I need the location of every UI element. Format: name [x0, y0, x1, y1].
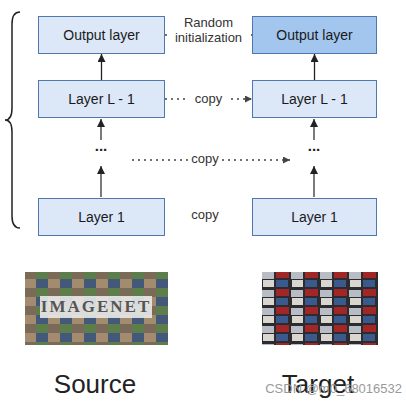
logo-text: IMAGENET [40, 297, 152, 317]
flow-arrow [313, 119, 314, 140]
node-text: Layer 1 [291, 209, 338, 225]
cars-image [262, 272, 378, 345]
ellipsis: ... [86, 137, 116, 154]
copy-label: copy [188, 208, 222, 223]
ellipsis: ... [299, 137, 329, 154]
output-layer-box: Output layer [252, 16, 377, 54]
copy-label: copy [188, 152, 222, 167]
flow-arrow [100, 166, 101, 197]
layer-box: Layer L - 1 [252, 80, 377, 118]
node-text: Layer 1 [78, 209, 125, 225]
panel-caption: Source [35, 370, 155, 400]
node-text: Output layer [63, 27, 139, 43]
watermark: CSDN @m0_68016532 [232, 382, 402, 397]
node-text: Layer L - 1 [68, 91, 134, 107]
node-text: Layer L - 1 [281, 91, 347, 107]
group-brace [5, 12, 20, 228]
imagenet-image [25, 272, 168, 345]
output-layer-box: Output layer [38, 16, 165, 54]
node-text: Output layer [276, 27, 352, 43]
layer-box: Layer L - 1 [38, 80, 165, 118]
edge-label: Random initialization [167, 16, 251, 46]
flow-arrow [314, 54, 315, 80]
flow-arrow [101, 54, 102, 80]
logo-band [40, 296, 152, 318]
flow-arrow [100, 119, 101, 140]
layer-box: Layer 1 [38, 198, 165, 236]
edge-label: copy [187, 92, 231, 107]
flow-arrow [313, 166, 314, 197]
layer-box: Layer 1 [252, 198, 377, 236]
